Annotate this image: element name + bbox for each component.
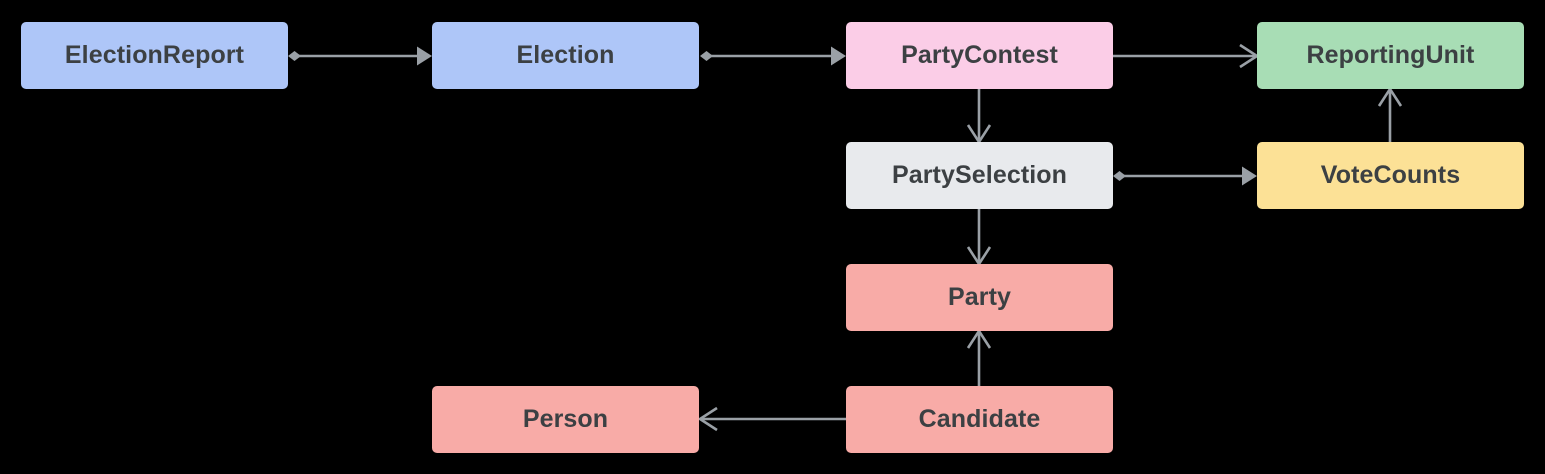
filled-arrowhead-marker: [417, 46, 432, 66]
aggregation-diamond-marker: [700, 51, 713, 61]
node-party-contest[interactable]: PartyContest: [846, 22, 1113, 89]
node-reporting-unit[interactable]: ReportingUnit: [1257, 22, 1524, 89]
node-person[interactable]: Person: [432, 386, 699, 453]
edge-vote-counts-to-reporting-unit: [1377, 86, 1403, 142]
node-election-report[interactable]: ElectionReport: [21, 22, 288, 89]
node-party[interactable]: Party: [846, 264, 1113, 331]
filled-arrowhead-marker: [1242, 166, 1257, 186]
open-arrowhead-marker: [966, 328, 992, 349]
node-election[interactable]: Election: [432, 22, 699, 89]
open-arrowhead-marker: [1377, 86, 1403, 107]
node-party-selection[interactable]: PartySelection: [846, 142, 1113, 209]
edge-party-contest-to-party-selection: [966, 89, 992, 145]
open-arrowhead-marker: [966, 124, 992, 145]
edge-party-selection-to-party: [966, 209, 992, 267]
node-candidate[interactable]: Candidate: [846, 386, 1113, 453]
node-vote-counts[interactable]: VoteCounts: [1257, 142, 1524, 209]
open-arrowhead-marker: [966, 246, 992, 267]
edge-party-selection-to-vote-counts: [1113, 166, 1257, 186]
edge-election-to-party-contest: [700, 46, 846, 66]
aggregation-diamond-marker: [288, 51, 301, 61]
open-arrowhead-marker: [1239, 43, 1260, 69]
edge-candidate-to-party: [966, 328, 992, 386]
aggregation-diamond-marker: [1113, 171, 1126, 181]
edge-election-report-to-election: [288, 46, 432, 66]
edge-party-contest-to-reporting-unit: [1113, 43, 1260, 69]
filled-arrowhead-marker: [831, 46, 846, 66]
edge-candidate-to-person: [697, 406, 846, 432]
open-arrowhead-marker: [697, 406, 718, 432]
